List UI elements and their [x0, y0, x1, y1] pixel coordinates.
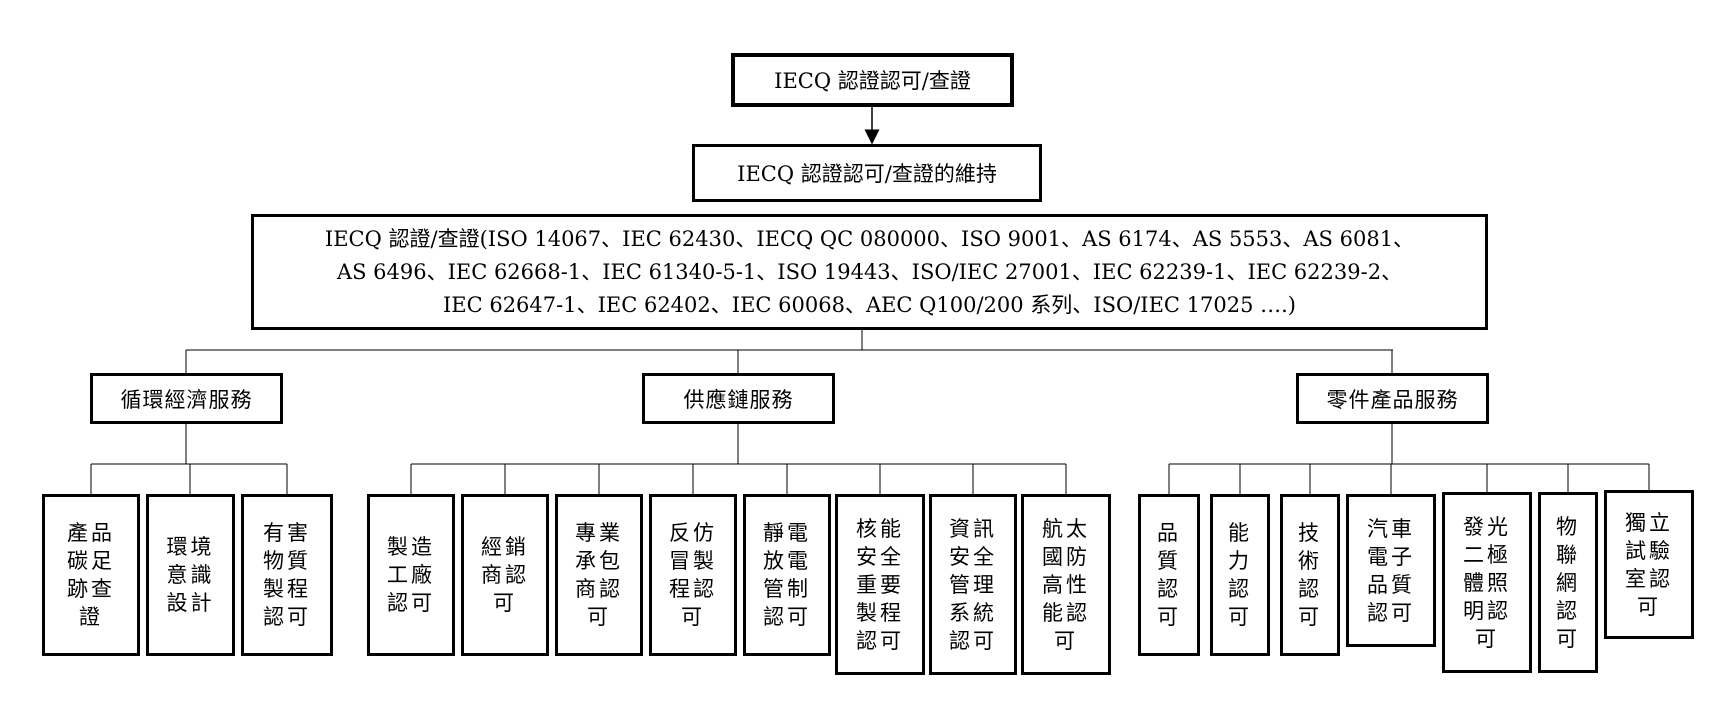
service-label: 獨立 試驗 室認 可	[1625, 510, 1673, 619]
service-hazardous-substance-process: 有害 物質 製程 認可	[241, 494, 333, 656]
root-label: IECQ 認證認可/查證	[774, 69, 971, 93]
scope-line: IEC 62647-1、IEC 62402、IEC 60068、AEC Q100…	[442, 292, 1297, 317]
service-independent-test-lab: 獨立 試驗 室認 可	[1604, 490, 1694, 639]
service-esd-control: 靜電 放電 管制 認可	[743, 494, 831, 656]
service-label: 汽車 電子 品質 認可	[1367, 516, 1415, 625]
service-nuclear-safety-process: 核能 安全 重要 製程 認可	[835, 494, 925, 675]
service-label: 專業 承包 商認 可	[575, 521, 623, 629]
category-label: 供應鏈服務	[683, 387, 794, 412]
service-label: 品 質 認 可	[1157, 521, 1181, 629]
category-supply-chain: 供應鏈服務	[642, 373, 835, 424]
root-box: IECQ 認證認可/查證	[731, 53, 1014, 107]
service-label: 能 力 認 可	[1228, 521, 1252, 629]
scope-line: IECQ 認證/查證(ISO 14067、IEC 62430、IECQ QC 0…	[324, 226, 1415, 251]
scope-box: IECQ 認證/查證(ISO 14067、IEC 62430、IECQ QC 0…	[251, 214, 1488, 330]
service-distributor-approval: 經銷 商認 可	[461, 494, 549, 656]
service-label: 產品 碳足 跡查 證	[67, 521, 115, 629]
service-label: 反仿 冒製 程認 可	[669, 521, 717, 629]
service-label: 物 聯 網 認 可	[1556, 514, 1580, 651]
service-technology-approval: 技 術 認 可	[1280, 494, 1340, 656]
category-circular-economy: 循環經濟服務	[90, 373, 283, 424]
service-label: 環境 意識 設計	[166, 535, 215, 615]
category-component-products: 零件產品服務	[1296, 373, 1489, 424]
service-led-lighting: 發光 二極 體照 明認 可	[1442, 492, 1532, 673]
service-eco-design: 環境 意識 設計	[146, 494, 235, 656]
service-counterfeit-avoidance: 反仿 冒製 程認 可	[649, 494, 737, 656]
service-label: 靜電 放電 管制 認可	[763, 521, 811, 629]
service-manufacturer-approval: 製造 工廠 認可	[367, 494, 455, 656]
maintenance-box: IECQ 認證認可/查證的維持	[692, 144, 1042, 202]
service-quality-approval: 品 質 認 可	[1138, 494, 1200, 656]
service-label: 有害 物質 製程 認可	[263, 521, 311, 629]
service-label: 航太 國防 高性 能認 可	[1042, 516, 1090, 653]
service-information-security: 資訊 安全 管理 系統 認可	[929, 494, 1017, 675]
category-label: 零件產品服務	[1326, 387, 1459, 412]
scope-line: AS 6496、IEC 62668-1、IEC 61340-5-1、ISO 19…	[336, 259, 1403, 284]
service-subcontractor-approval: 專業 承包 商認 可	[555, 494, 643, 656]
service-automotive-electronics: 汽車 電子 品質 認可	[1346, 494, 1436, 647]
service-aerospace-defense: 航太 國防 高性 能認 可	[1021, 494, 1111, 675]
service-label: 核能 安全 重要 製程 認可	[856, 516, 904, 653]
category-label: 循環經濟服務	[120, 387, 253, 412]
service-label: 製造 工廠 認可	[387, 535, 435, 615]
service-iot-approval: 物 聯 網 認 可	[1538, 492, 1598, 673]
service-label: 技 術 認 可	[1298, 521, 1322, 629]
service-label: 發光 二極 體照 明認 可	[1463, 514, 1511, 651]
maintenance-label: IECQ 認證認可/查證的維持	[737, 162, 997, 186]
service-capability-approval: 能 力 認 可	[1210, 494, 1270, 656]
service-label: 經銷 商認 可	[481, 535, 529, 615]
service-product-carbon-footprint: 產品 碳足 跡查 證	[42, 494, 140, 656]
scope-text: IECQ 認證/查證(ISO 14067、IEC 62430、IECQ QC 0…	[325, 223, 1414, 322]
service-label: 資訊 安全 管理 系統 認可	[949, 516, 997, 653]
